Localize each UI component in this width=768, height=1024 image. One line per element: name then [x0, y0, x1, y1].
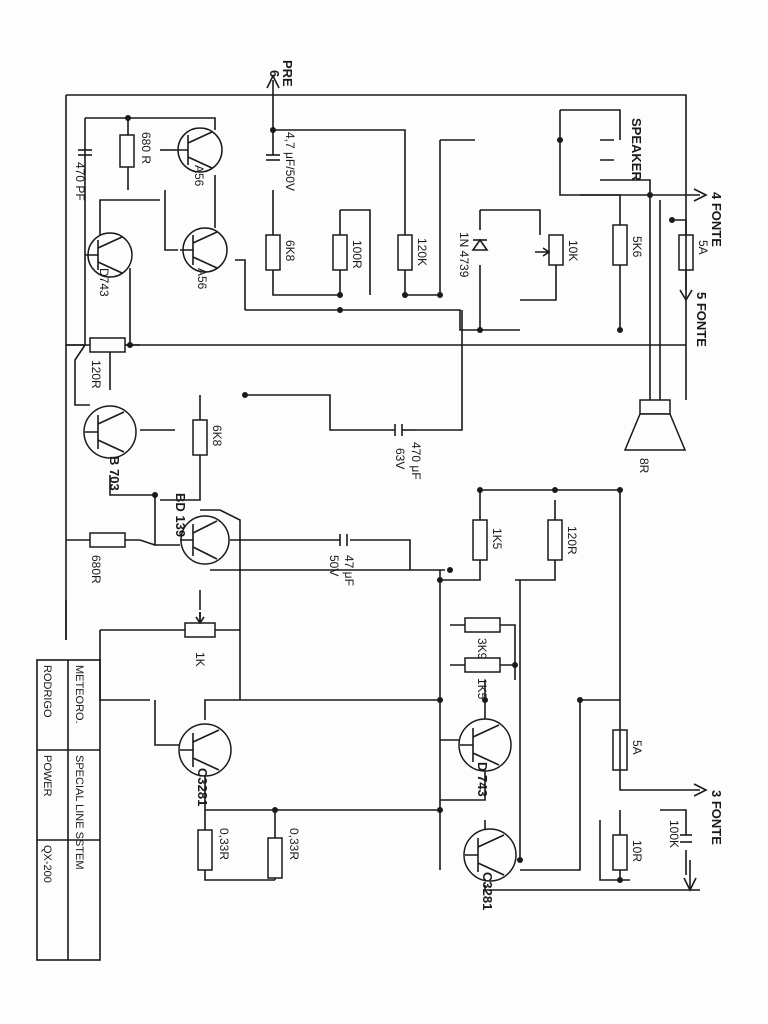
fonte3-label: 3 FONTE — [709, 790, 724, 845]
r6k8-mid — [192, 419, 208, 456]
transistor-bd139: BD 139 — [173, 493, 230, 565]
transistor-a56-top: A56 — [175, 127, 223, 187]
r10r-label: 10R — [630, 840, 644, 862]
pre-label: PRE — [280, 60, 295, 87]
r10r — [612, 834, 628, 871]
passives: 470 PF 680 R 4,7 μF/50V 6K8 100R 120K 1N… — [73, 132, 710, 879]
r1k5-top — [472, 519, 488, 561]
r6k8-mid-label: 6K8 — [210, 425, 224, 447]
r120r-right — [547, 519, 563, 561]
r100r — [332, 234, 348, 271]
c3281-right-label: C3281 — [480, 872, 495, 910]
r120k-label: 120K — [415, 238, 429, 266]
diode-label: 1N 4739 — [457, 232, 471, 278]
fonte5-label: 5 FONTE — [694, 292, 709, 347]
pot10k-label: 10K — [566, 240, 580, 261]
r6k8-top-label: 6K8 — [283, 240, 297, 262]
r3k9 — [464, 617, 501, 633]
pre-number: 6 — [267, 70, 282, 77]
r033-mid — [267, 837, 283, 879]
r1k5-top-label: 1K5 — [490, 528, 504, 550]
c470uf-label: 470 μF — [409, 442, 423, 480]
transistor-d743-right: D 743 — [458, 718, 512, 797]
connectors: PRE 6 4 FONTE 5 FONTE 3 FONTE — [266, 60, 724, 892]
transistor-b703: B 703 — [83, 405, 137, 491]
r033-left-label: 0,33R — [217, 828, 231, 860]
b703-label: B 703 — [107, 456, 122, 491]
r6k8-top — [265, 234, 281, 271]
c3281-left-label: C3281 — [195, 768, 210, 806]
transistor-c3281-right: C3281 — [463, 828, 517, 910]
r680r-left — [89, 532, 126, 548]
r3k9-label: 3K9 — [475, 638, 489, 660]
fonte4-label: 4 FONTE — [709, 192, 724, 247]
c47uf-mid-v-label: 50V — [327, 555, 341, 576]
title-cell-1: METEORO. — [73, 665, 85, 724]
c100k-label: 100K — [667, 820, 681, 848]
r120r-left — [89, 337, 126, 353]
pot1k — [184, 622, 216, 638]
r5k6 — [612, 224, 628, 266]
transistor-d743-left: D743 — [85, 232, 133, 297]
speaker-8r-label: 8R — [637, 458, 651, 474]
r680r-top-label: 680 R — [139, 132, 153, 164]
title-block: METEORO. SPECIAL LINE SSTEM RODRIGO POWE… — [36, 659, 101, 961]
pot10k — [548, 234, 564, 266]
d743-left-label: D743 — [97, 268, 111, 297]
wires — [65, 80, 700, 891]
c47uf-top-label: 4,7 μF/50V — [283, 132, 297, 191]
r100r-label: 100R — [350, 240, 364, 269]
a56-top-label: A56 — [192, 165, 206, 187]
r680r-top — [119, 134, 135, 168]
c470pf-label: 470 PF — [73, 162, 87, 201]
fuse5a-top-label: 5A — [696, 240, 710, 255]
transistors: A56 A56 D743 B 703 BD 139 — [83, 127, 517, 910]
c47uf-mid-label: 47 μF — [342, 555, 356, 586]
d743-right-label: D 743 — [475, 762, 490, 797]
r120k — [397, 234, 413, 271]
title-cell-5: QX-200 — [41, 845, 53, 883]
title-cell-3: RODRIGO — [41, 665, 53, 718]
r680r-left-label: 680R — [89, 555, 103, 584]
speaker-label: SPEAKER — [629, 118, 644, 181]
r120r-right-label: 120R — [565, 526, 579, 555]
junctions — [125, 115, 675, 883]
r033-left — [197, 829, 213, 871]
pot1k-label: 1K — [193, 652, 207, 667]
c470uf-v-label: 63V — [393, 448, 407, 469]
r033-mid-label: 0,33R — [287, 828, 301, 860]
r5k6-label: 5K6 — [630, 236, 644, 258]
r1k5-bot-label: 1K5 — [475, 678, 489, 700]
r120r-left-label: 120R — [89, 360, 103, 389]
transistor-c3281-left: C3281 — [178, 723, 232, 806]
transistor-a56-bot: A56 — [180, 227, 228, 290]
title-cell-2: SPECIAL LINE SSTEM — [73, 755, 85, 870]
bd139-label: BD 139 — [173, 493, 188, 537]
title-cell-4: POWER — [41, 755, 53, 797]
r1k5-bot — [464, 657, 501, 673]
fuse5a-bot-label: 5A — [630, 740, 644, 755]
speaker: 8R SPEAKER — [600, 118, 687, 474]
a56-bot-label: A56 — [195, 268, 209, 290]
